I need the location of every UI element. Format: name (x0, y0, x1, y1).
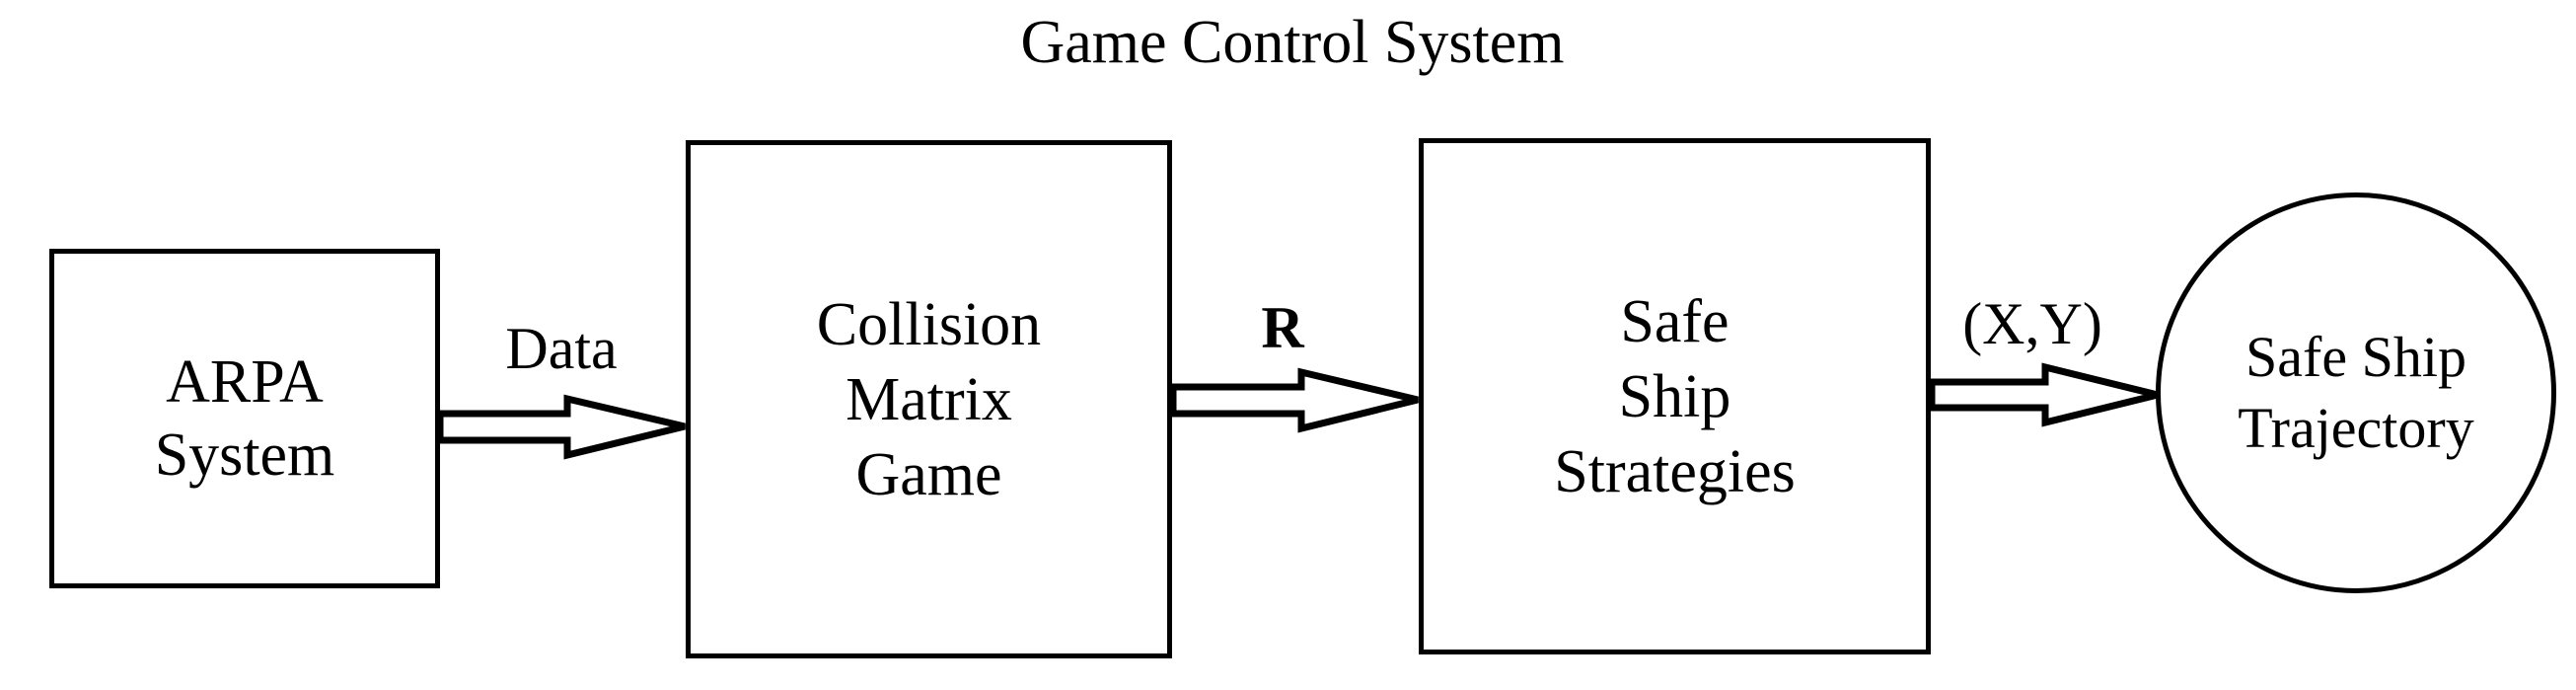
node-collision-matrix-game-line-1: Collision (816, 290, 1042, 358)
node-safe-ship-strategies-line-1: Safe (1620, 287, 1730, 355)
node-safe-ship-trajectory-line-1: Safe Ship (2245, 325, 2466, 389)
node-safe-ship-strategies[interactable]: Safe Ship Strategies (1419, 138, 1931, 654)
node-collision-matrix-game[interactable]: Collision Matrix Game (686, 140, 1172, 658)
node-arpa-system-line-1: ARPA (166, 348, 324, 416)
node-safe-ship-trajectory-line-2: Trajectory (2238, 396, 2474, 460)
arrow-strategies-to-trajectory (1928, 362, 2159, 427)
node-safe-ship-strategies-line-2: Ship (1618, 362, 1731, 430)
arrow-game-to-strategies (1169, 367, 1419, 433)
edge-label-data: Data (505, 316, 618, 381)
arrow-arpa-to-game (436, 394, 686, 460)
diagram-title: Game Control System (1020, 9, 1565, 76)
edge-label-r: R (1261, 295, 1304, 360)
node-safe-ship-trajectory[interactable]: Safe Ship Trajectory (2156, 192, 2556, 593)
node-collision-matrix-game-line-3: Game (855, 440, 1002, 508)
node-arpa-system-line-2: System (154, 422, 335, 489)
node-safe-ship-strategies-line-3: Strategies (1554, 437, 1796, 505)
node-collision-matrix-game-line-2: Matrix (846, 365, 1012, 433)
node-arpa-system[interactable]: ARPA System (49, 249, 440, 588)
edge-label-xy: (X,Y) (1962, 291, 2102, 356)
